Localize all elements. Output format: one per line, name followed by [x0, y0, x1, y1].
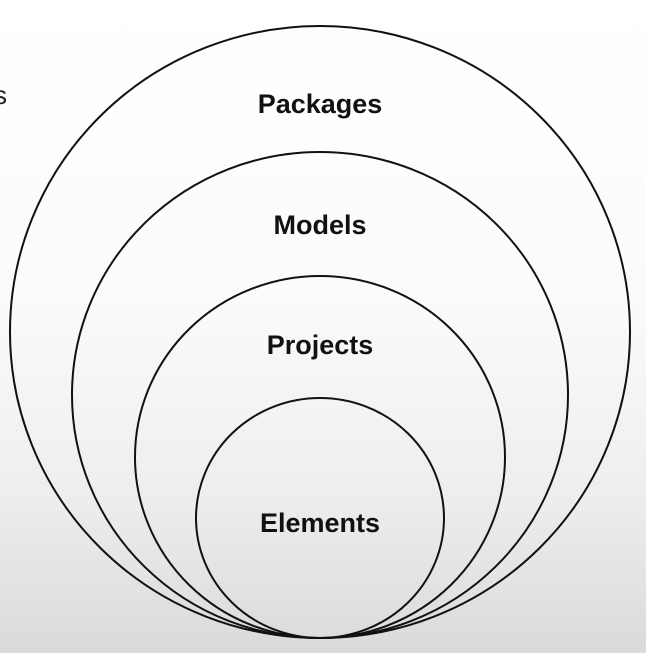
models-label: Models: [273, 210, 366, 240]
cropped-text-fragment: s: [0, 80, 7, 110]
packages-label: Packages: [258, 89, 383, 119]
projects-label: Projects: [267, 330, 374, 360]
elements-label: Elements: [260, 508, 380, 538]
elements-circle: [195, 397, 445, 639]
